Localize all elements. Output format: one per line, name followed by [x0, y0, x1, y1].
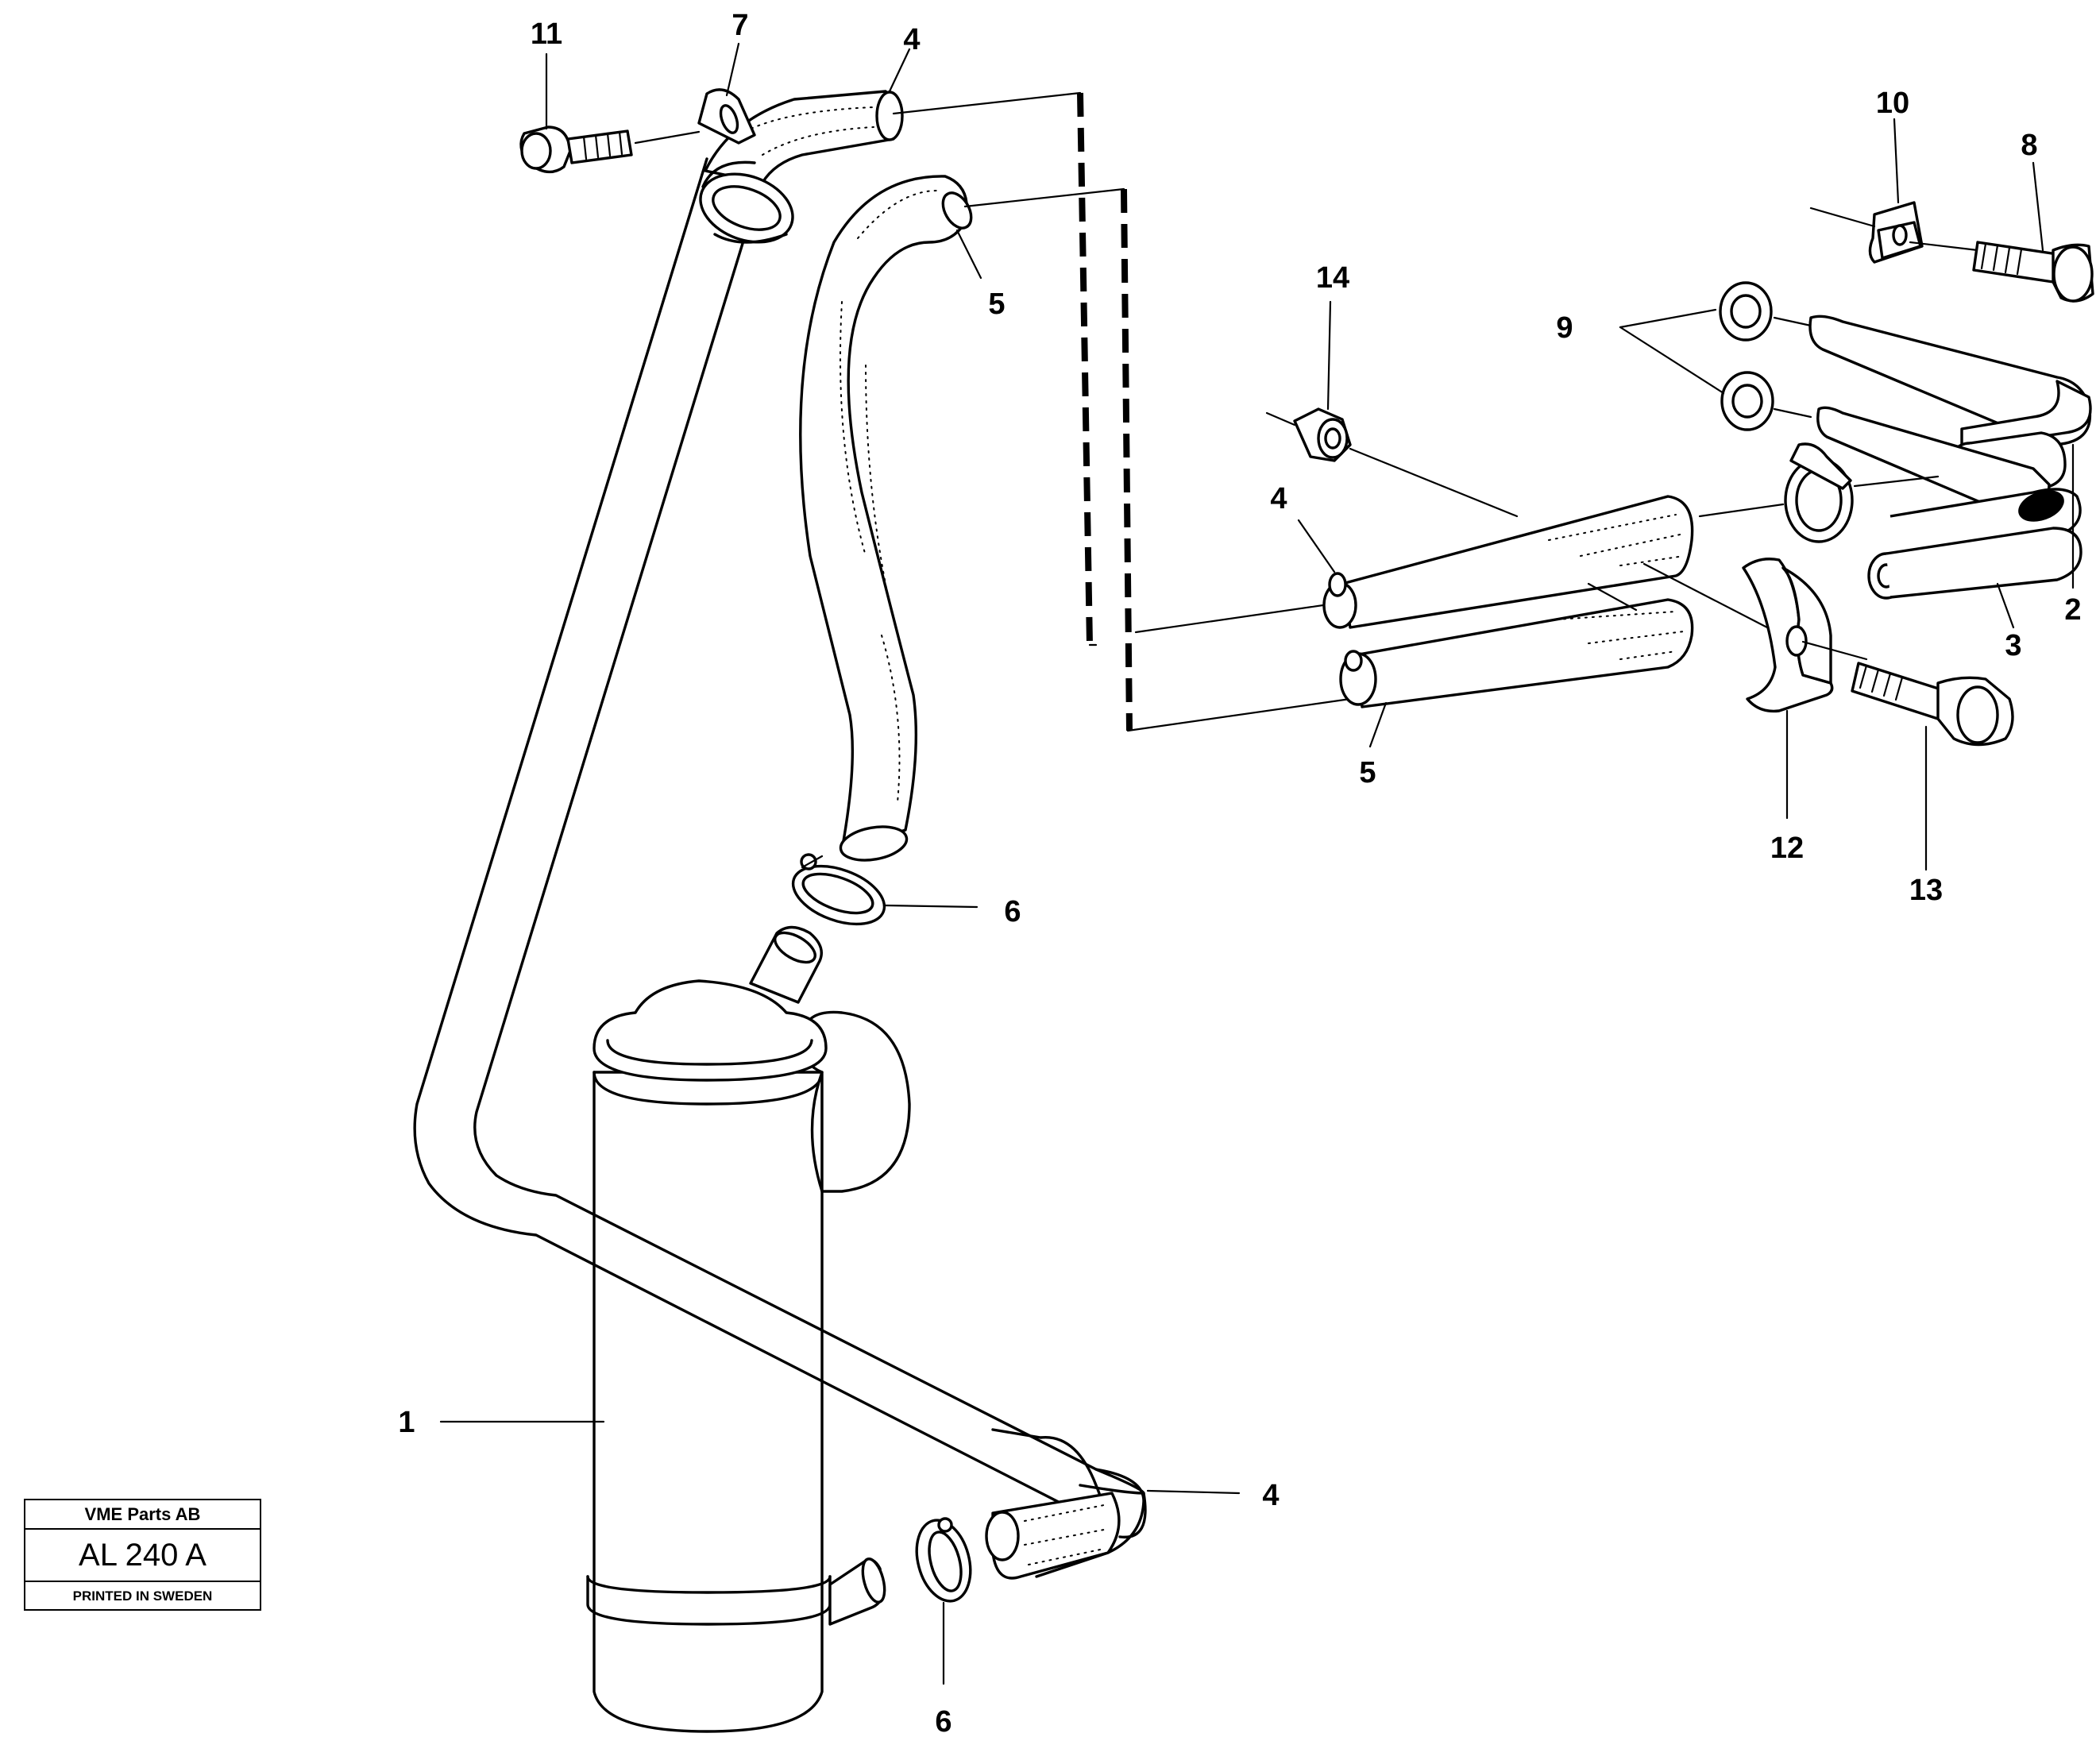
stamp-drawing-number: AL 240 A	[25, 1530, 260, 1582]
bolt-part-8	[1972, 241, 2094, 303]
callout-1: 1	[398, 1406, 415, 1439]
callout-2: 2	[2064, 593, 2081, 627]
callout-11: 11	[531, 17, 562, 51]
callout-4-mid: 4	[1270, 482, 1287, 515]
callout-6-top: 6	[1004, 895, 1021, 928]
clip-nut-part-10	[1809, 201, 1979, 264]
callout-13: 13	[1909, 874, 1943, 907]
stamp-printed: PRINTED IN SWEDEN	[72, 1588, 213, 1604]
callout-5-mid: 5	[1359, 756, 1376, 789]
callout-8: 8	[2021, 129, 2037, 162]
canister-part-1	[586, 925, 911, 1733]
callout-5-top: 5	[988, 288, 1005, 321]
callout-10: 10	[1876, 87, 1909, 120]
hose-part-5-short	[1339, 598, 1694, 708]
hose-clamp-part-6-top	[791, 853, 979, 926]
callout-labels: 11 7 4 5 10 8 14 9 4 5 12 13 3 2 6 1 4 6	[398, 9, 2081, 1739]
title-stamp: VME Parts AB AL 240 A PRINTED IN SWEDEN	[24, 1499, 261, 1611]
bolt-part-11	[519, 125, 701, 174]
hose-part-5-main	[799, 175, 973, 862]
dashed-connection-lines	[892, 91, 1352, 732]
bracket-part-12	[1742, 558, 1834, 713]
callout-4-top: 4	[903, 23, 920, 56]
callout-12: 12	[1770, 832, 1804, 865]
nut-part-14	[1265, 407, 1769, 629]
pipe-part-3	[1816, 406, 2082, 600]
callout-14: 14	[1316, 261, 1349, 295]
stamp-company: VME Parts AB	[25, 1500, 260, 1530]
bracket-part-7	[697, 88, 794, 244]
callout-9: 9	[1556, 311, 1573, 345]
leader-lines	[439, 42, 2075, 1495]
callout-6-bottom: 6	[935, 1705, 951, 1739]
hose-part-4-short	[1322, 495, 1694, 629]
bolt-part-13	[1851, 662, 2014, 747]
washer-part-9-upper	[1719, 281, 1773, 342]
hose-clamp-right	[1784, 442, 1854, 543]
callout-3: 3	[2005, 629, 2021, 662]
callout-4-bottom: 4	[1262, 1479, 1279, 1512]
callout-7: 7	[731, 9, 748, 42]
hose-clamp-part-6-bottom	[915, 1517, 972, 1685]
washer-part-9-lower	[1720, 371, 1774, 431]
